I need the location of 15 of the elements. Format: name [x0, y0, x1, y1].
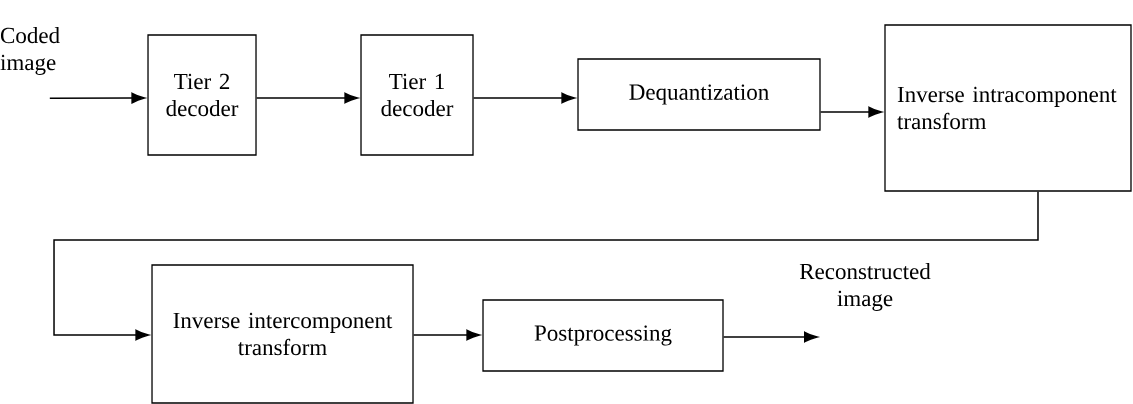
arrow — [255, 92, 358, 104]
process-box: Inverse intracomponent transform — [884, 24, 1132, 192]
process-box: Tier 1 decoder — [360, 34, 474, 156]
arrow — [49, 92, 145, 104]
arrow — [53, 190, 1039, 341]
process-box: Tier 2 decoder — [147, 34, 257, 156]
process-box: Inverse intercomponent transform — [151, 264, 414, 404]
arrow — [819, 106, 882, 118]
process-box: Postprocessing — [482, 299, 724, 372]
text-label: Coded image — [0, 27, 60, 75]
text-label: Reconstructed image — [799, 263, 931, 311]
process-box: Dequantization — [577, 58, 821, 131]
arrow — [722, 331, 818, 343]
arrow — [472, 92, 575, 104]
arrow — [412, 329, 480, 341]
